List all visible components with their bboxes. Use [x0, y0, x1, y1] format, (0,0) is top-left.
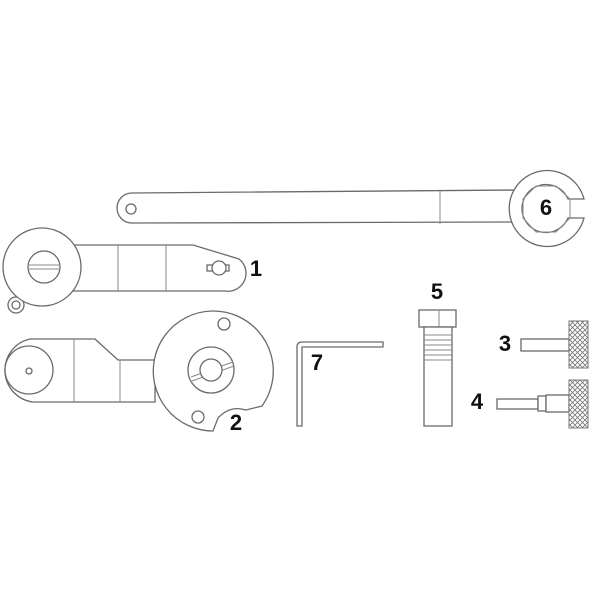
label-3: 3: [498, 331, 512, 356]
tool-3-locking-pin: [520, 320, 589, 369]
tool-7-hex-key: [296, 341, 384, 427]
tool-1-locking-arm: [2, 227, 247, 314]
tool-2-pulley-holder: [4, 310, 274, 432]
label-4: 4: [470, 389, 484, 414]
label-5: 5: [430, 279, 444, 304]
tool-6-spanner-wrench: [116, 169, 585, 248]
label-1: 1: [249, 256, 263, 281]
label-2: 2: [229, 410, 243, 435]
tool-5-bolt: [418, 309, 457, 427]
label-7: 7: [310, 350, 324, 375]
label-6: 6: [539, 195, 553, 220]
tool-4-stepped-pin: [496, 379, 589, 429]
